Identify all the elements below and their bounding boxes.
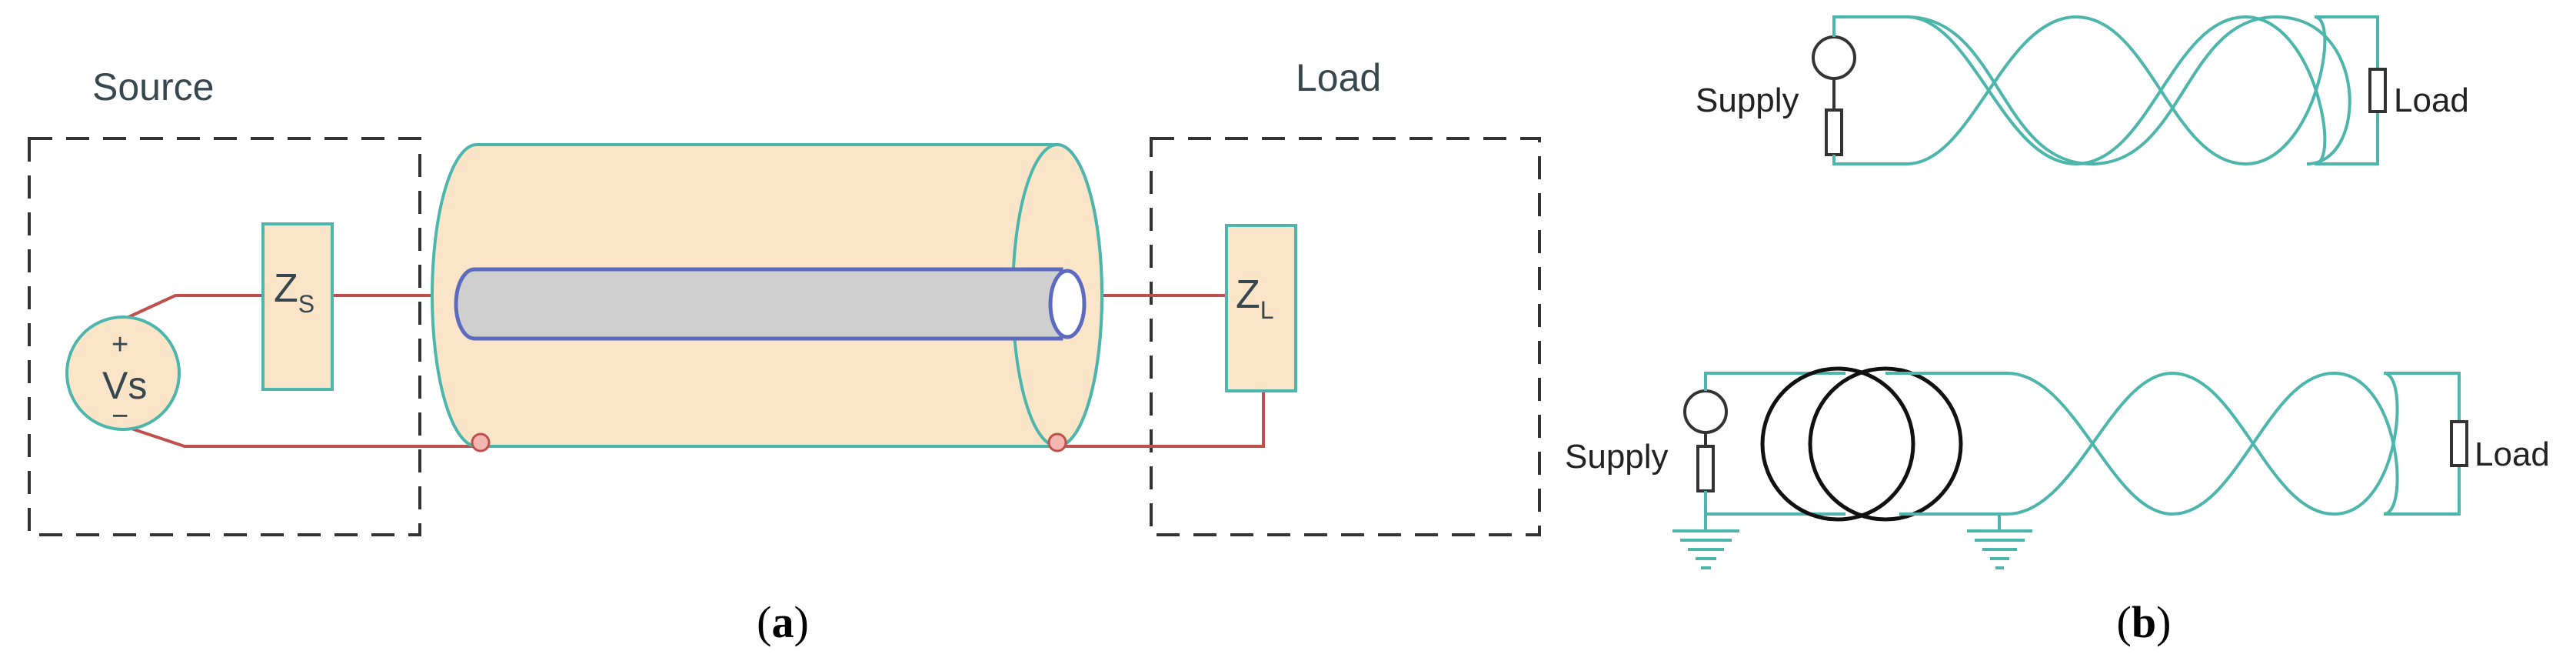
source-label: Source xyxy=(92,65,214,108)
top-circuit: Supply Load xyxy=(1696,15,2469,166)
bottom-right-wire-lower xyxy=(2384,466,2461,516)
top-right-wire-upper xyxy=(2315,15,2379,69)
top-supply-resistor xyxy=(1825,108,1843,156)
load-impedance-label: ZL xyxy=(1236,272,1274,324)
source-impedance-box xyxy=(261,222,334,391)
top-left-wire-lower xyxy=(1832,155,1907,165)
bottom-twisted-pair-2 xyxy=(2006,371,2399,516)
transformer-coil-right xyxy=(1808,366,1963,522)
top-supply-label: Supply xyxy=(1696,82,1799,119)
top-supply-source xyxy=(1812,35,1856,80)
top-left-wire-upper xyxy=(1832,15,1907,37)
load-impedance-box xyxy=(1225,224,1297,392)
bottom-load-label: Load xyxy=(2474,436,2550,473)
voltage-source-plus: + xyxy=(111,329,128,361)
source-dashed-box xyxy=(28,137,421,536)
voltage-source-label: Vs xyxy=(102,364,147,407)
top-twisted-pair-2 xyxy=(1906,15,2327,166)
caption-a: (a) xyxy=(757,597,809,647)
panel-a: Source Load ZS ZL + Vs xyxy=(28,56,1541,647)
bottom-supply-label: Supply xyxy=(1565,438,1669,476)
top-load-label: Load xyxy=(2394,82,2469,119)
transformer-coil-left xyxy=(1760,366,1915,522)
top-load-resistor xyxy=(2368,68,2387,113)
bottom-circuit: Supply Load xyxy=(1565,366,2550,569)
bottom-primary-lower xyxy=(1704,491,1845,516)
top-twisted-pair-1 xyxy=(1906,15,2327,166)
panel-b: Supply Load xyxy=(1565,15,2550,647)
bottom-supply-source xyxy=(1683,389,1728,434)
bottom-supply-resistor xyxy=(1696,445,1715,492)
bottom-right-wire-upper xyxy=(2384,372,2461,422)
bottom-wire-left xyxy=(126,426,481,448)
cable-core-end xyxy=(1048,269,1087,339)
shield-node-right xyxy=(1047,432,1067,452)
bottom-load-resistor xyxy=(2450,420,2468,467)
voltage-source xyxy=(65,315,181,431)
coax-cable xyxy=(431,143,1103,452)
load-label: Load xyxy=(1296,56,1381,99)
source-impedance-label: ZS xyxy=(274,266,315,318)
caption-b: (b) xyxy=(2117,597,2172,647)
bottom-primary-upper xyxy=(1704,372,1845,391)
ground-right-icon xyxy=(1967,514,2032,569)
voltage-source-minus: − xyxy=(111,400,128,432)
top-right-wire-lower xyxy=(2315,112,2379,165)
bottom-twisted-pair-1 xyxy=(2006,371,2399,516)
shield-node-left xyxy=(471,432,491,452)
cable-inner-core xyxy=(454,267,1063,341)
top-wire-left xyxy=(126,294,263,319)
load-dashed-box xyxy=(1150,137,1541,536)
ground-left-icon xyxy=(1672,514,1739,569)
top-twisted-a xyxy=(1906,15,2351,166)
